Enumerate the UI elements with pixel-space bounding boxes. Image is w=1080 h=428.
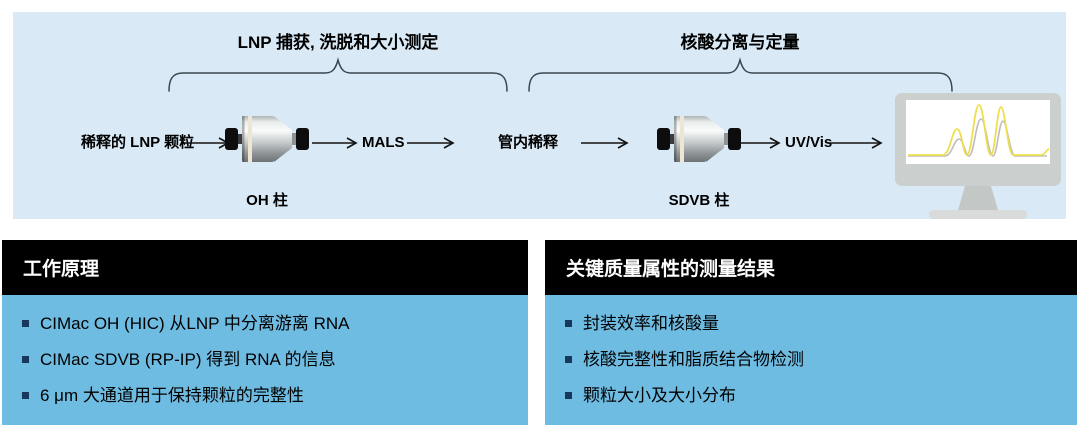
cqa-results-panel-title: 关键质量属性的测量结果 [545,240,1077,295]
mals-label: MALS [362,134,405,151]
flow-arrow-icon [829,137,883,149]
flow-arrow-icon [581,137,629,149]
bullet-text: CIMac OH (HIC) 从LNP 中分离游离 RNA [40,314,350,333]
sdvb-column-icon [657,116,741,162]
flow-arrow-icon [312,137,358,149]
bullet-square-icon [565,356,572,363]
uv-vis-label: UV/Vis [785,134,833,151]
bullet-square-icon [565,320,572,327]
list-item: 核酸完整性和脂质结合物检测 [565,348,1063,372]
chromatogram-monitor-icon [895,93,1061,219]
sdvb-column-label: SDVB 柱 [668,192,730,209]
bullet-square-icon [565,392,572,399]
trace-yellow [908,104,1050,156]
bullet-square-icon [22,356,29,363]
oh-column-label: OH 柱 [246,192,288,209]
stage2-brace [528,57,953,92]
oh-column-icon [225,116,309,162]
principle-panel-body: CIMac OH (HIC) 从LNP 中分离游离 RNA CIMac SDVB… [2,295,528,425]
bullet-text: 核酸完整性和脂质结合物检测 [583,350,804,369]
flow-arrow-icon [739,137,781,149]
trace-gray [908,118,1047,157]
list-item: CIMac SDVB (RP-IP) 得到 RNA 的信息 [22,348,514,372]
list-item: 封装效率和核酸量 [565,312,1063,336]
inline-dilution-label: 管内稀释 [498,134,559,151]
bullet-text: 6 μm 大通道用于保持颗粒的完整性 [40,386,304,405]
bullet-text: 封装效率和核酸量 [583,314,719,333]
principle-panel: 工作原理 CIMac OH (HIC) 从LNP 中分离游离 RNA CIMac… [2,240,528,425]
flow-arrow-icon [184,137,230,149]
cqa-results-panel-body: 封装效率和核酸量 核酸完整性和脂质结合物检测 颗粒大小及大小分布 [545,295,1077,425]
list-item: 颗粒大小及大小分布 [565,384,1063,408]
bullet-text: CIMac SDVB (RP-IP) 得到 RNA 的信息 [40,350,336,369]
stage2-label: 核酸分离与定量 [680,33,800,52]
flow-arrow-icon [407,137,455,149]
list-item: 6 μm 大通道用于保持颗粒的完整性 [22,384,514,408]
list-item: CIMac OH (HIC) 从LNP 中分离游离 RNA [22,312,514,336]
stage1-brace [168,57,508,92]
workflow-banner: LNP 捕获, 洗脱和大小测定 核酸分离与定量 稀释的 LNP 颗粒 OH 柱 [13,12,1066,219]
bullet-square-icon [22,392,29,399]
bullet-square-icon [22,320,29,327]
stage1-label: LNP 捕获, 洗脱和大小测定 [237,33,439,52]
principle-panel-title: 工作原理 [2,240,528,295]
bullet-text: 颗粒大小及大小分布 [583,386,736,405]
cqa-results-panel: 关键质量属性的测量结果 封装效率和核酸量 核酸完整性和脂质结合物检测 颗粒大小及… [545,240,1077,425]
flow-input-label: 稀释的 LNP 颗粒 [81,134,195,151]
